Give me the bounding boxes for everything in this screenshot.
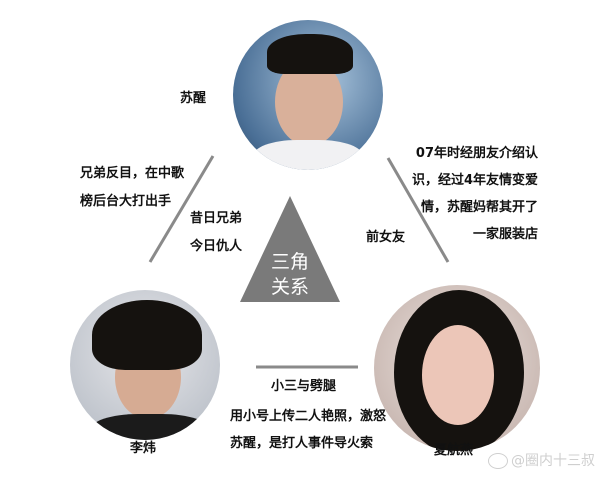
relation-left-outer: 兄弟反目，在中歌 榜后台大打出手: [80, 160, 184, 216]
relation-right-outer-line: 07年时经朋友介绍认: [415, 146, 538, 161]
relation-bottom-detail-line: 苏醒，是打人事件导火索: [230, 436, 374, 451]
relation-right-outer-line: 情，苏醒妈帮其开了: [420, 200, 538, 215]
relation-bottom-detail-line: 用小号上传二人艳照，激怒: [230, 409, 387, 424]
relation-bottom-detail: 用小号上传二人艳照，激怒 苏醒，是打人事件导火索: [230, 403, 386, 457]
name-li-wei: 李炜: [130, 441, 157, 456]
relation-left-outer-line: 兄弟反目，在中歌: [80, 166, 185, 181]
relation-left-inner: 昔日兄弟 今日仇人: [190, 205, 242, 261]
name-xia-hang-yan: 夏航燕: [434, 443, 474, 458]
relation-right-outer-line: 一家服装店: [472, 227, 538, 242]
relation-left-inner-line: 今日仇人: [190, 239, 243, 254]
center-label: 三角 关系: [268, 250, 312, 300]
relation-bottom-title: 小三与劈腿: [271, 379, 337, 394]
relation-right-outer-line: 识，经过4年友情变爱: [411, 173, 538, 188]
right-connector-line: [386, 157, 450, 263]
left-connector-line: [148, 155, 215, 263]
watermark: @圈内十三叔: [488, 450, 595, 470]
relation-right-outer: 07年时经朋友介绍认 识，经过4年友情变爱 情，苏醒妈帮其开了 一家服装店: [402, 140, 538, 248]
relation-left-inner-line: 昔日兄弟: [190, 211, 243, 226]
center-triangle: [240, 196, 340, 302]
photo-xia-hang-yan: [374, 285, 540, 451]
center-label-line1: 三角: [270, 251, 309, 273]
weibo-icon: [488, 453, 508, 469]
name-su-xing: 苏醒: [180, 91, 207, 106]
relation-left-outer-line: 榜后台大打出手: [80, 194, 172, 209]
photo-su-xing: [233, 20, 383, 170]
center-label-line2: 关系: [270, 276, 309, 298]
watermark-text: @圈内十三叔: [511, 453, 595, 469]
relation-right-inner: 前女友: [366, 230, 406, 245]
photo-li-wei: [70, 290, 220, 440]
